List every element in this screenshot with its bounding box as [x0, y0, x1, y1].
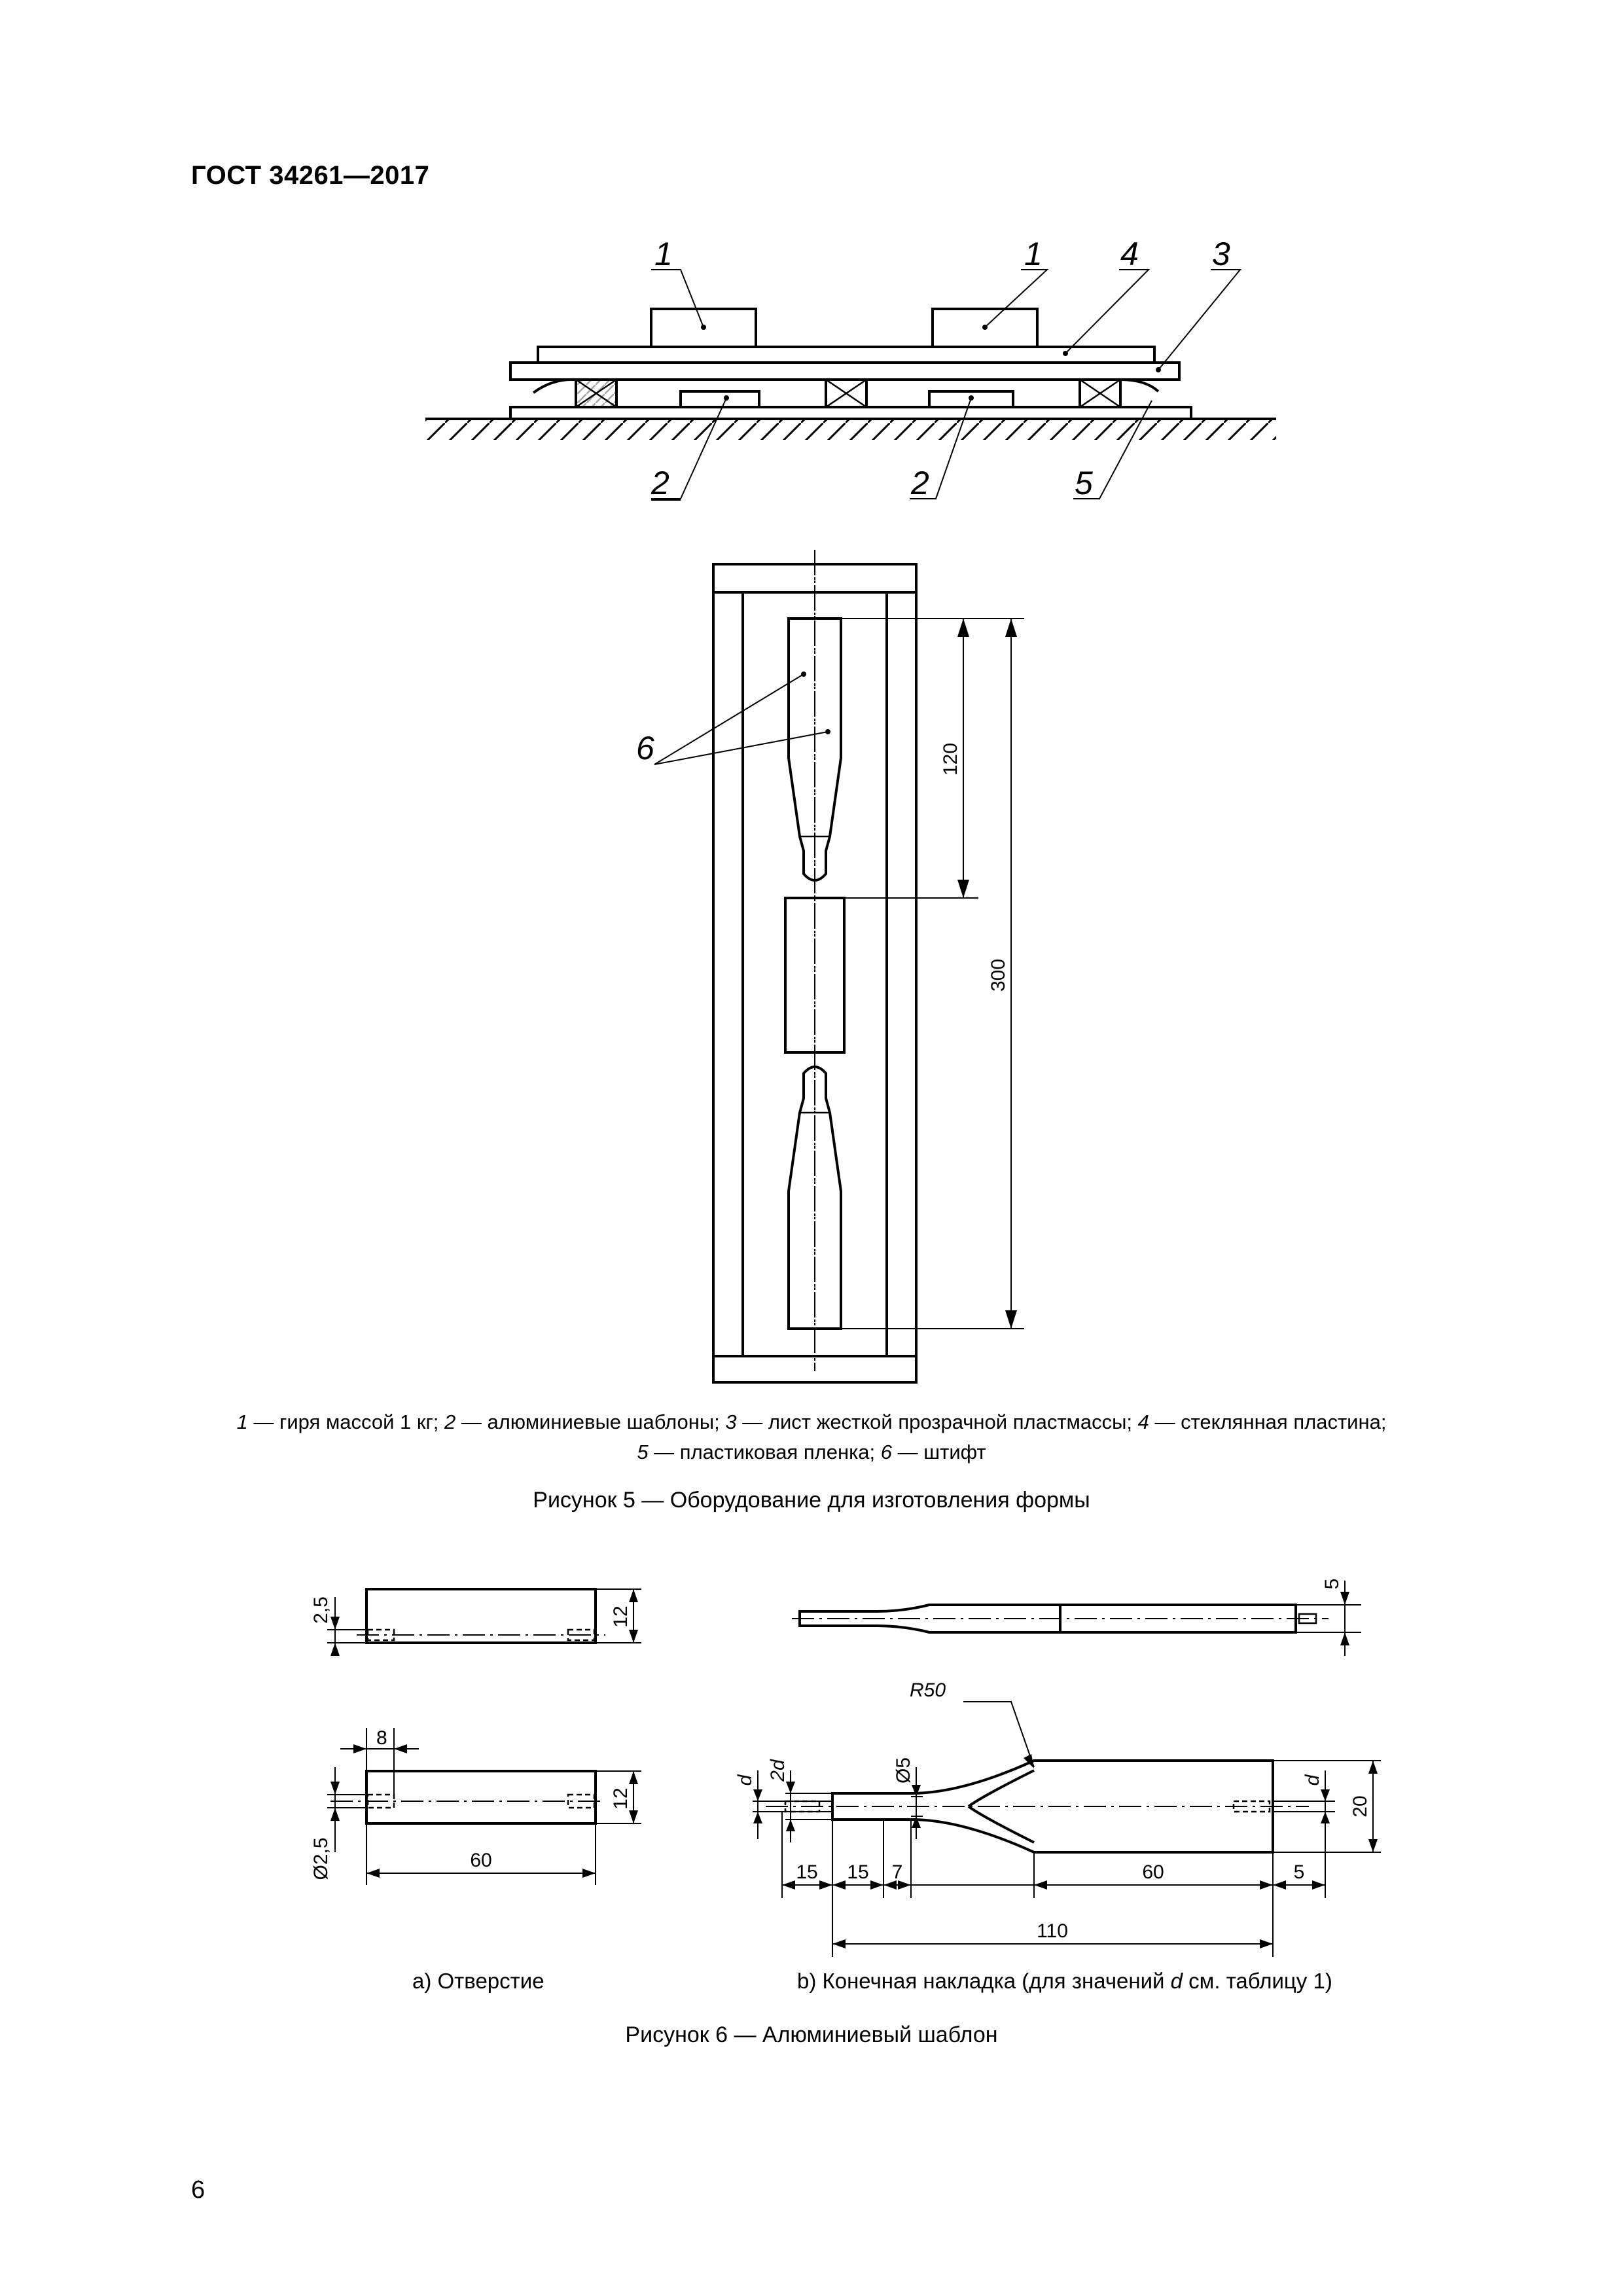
dim-300: 300: [988, 959, 1009, 992]
plan-view: 6 120 300: [636, 550, 1024, 1384]
legend-line-2: 5 — пластиковая пленка; 6 — штифт: [637, 1441, 986, 1463]
dim-r50: R50: [910, 1679, 946, 1701]
dim-15-a: 15: [796, 1861, 817, 1883]
callout-3: 3: [1212, 236, 1230, 272]
dim-5-b: 5: [1294, 1861, 1305, 1883]
dim-5-thickness: 5: [1321, 1579, 1343, 1590]
specimen-lower: [787, 1066, 842, 1330]
fig6a-plan: 8 Ø2,5 12 60: [310, 1727, 641, 1885]
dim-110: 110: [1037, 1920, 1068, 1942]
page-number: 6: [191, 2176, 205, 2204]
weight-right: [931, 308, 1039, 348]
figure-6-caption: Рисунок 6 — Алюминиевый шаблон: [625, 2022, 998, 2047]
dim-d-left: d: [734, 1774, 756, 1785]
dim-60-a: 60: [470, 1850, 491, 1871]
fig6b-plan: R50 d 2d Ø5 d 20: [734, 1679, 1381, 1957]
aluminium-template-left: [679, 390, 760, 408]
spacer-blocks: [575, 378, 1122, 408]
dim-2d: 2d: [767, 1759, 789, 1782]
dim-2-5: 2,5: [310, 1596, 332, 1624]
figure-5-caption: Рисунок 5 — Оборудование для изготовлени…: [533, 1488, 1090, 1513]
aluminium-template-right: [928, 390, 1014, 408]
dim-12-a-side: 12: [610, 1605, 632, 1627]
figure-6a-label: a) Отверстие: [412, 1969, 544, 1993]
dim-7: 7: [892, 1861, 903, 1883]
figure-6b-label: b) Конечная накладка (для значений d см.…: [797, 1969, 1332, 1993]
fig6a-side: 2,5 12: [310, 1588, 641, 1656]
legend-line-1: 1 — гиря массой 1 кг; 2 — алюминиевые ша…: [236, 1410, 1387, 1433]
callout-1-right: 1: [1024, 236, 1043, 272]
figure-5-legend: 1 — гиря массой 1 кг; 2 — алюминиевые ша…: [131, 1407, 1492, 1467]
callout-2-right: 2: [910, 465, 929, 501]
dim-12-a-plan: 12: [610, 1787, 632, 1809]
dim-8: 8: [376, 1727, 387, 1749]
callout-6: 6: [636, 730, 654, 766]
weight-left: [650, 308, 757, 348]
side-view: 1 1 4 3 2 2 5: [425, 236, 1276, 501]
document-header: ГОСТ 34261—2017: [191, 161, 430, 190]
dim-d-right: d: [1302, 1774, 1323, 1785]
callout-1-left: 1: [654, 236, 673, 272]
callout-5: 5: [1075, 465, 1093, 501]
fig6b-side: 5: [792, 1579, 1361, 1656]
callout-4: 4: [1120, 236, 1139, 272]
dim-20: 20: [1349, 1795, 1371, 1817]
glass-plate: [537, 346, 1156, 364]
dim-60-b: 60: [1142, 1861, 1164, 1883]
callout-2-left: 2: [651, 465, 669, 501]
specimen-upper: [787, 617, 842, 882]
dim-dia-5: Ø5: [893, 1757, 914, 1784]
dim-15-b: 15: [847, 1861, 868, 1883]
dim-120: 120: [940, 743, 961, 776]
dim-dia-2-5: Ø2,5: [310, 1837, 332, 1880]
